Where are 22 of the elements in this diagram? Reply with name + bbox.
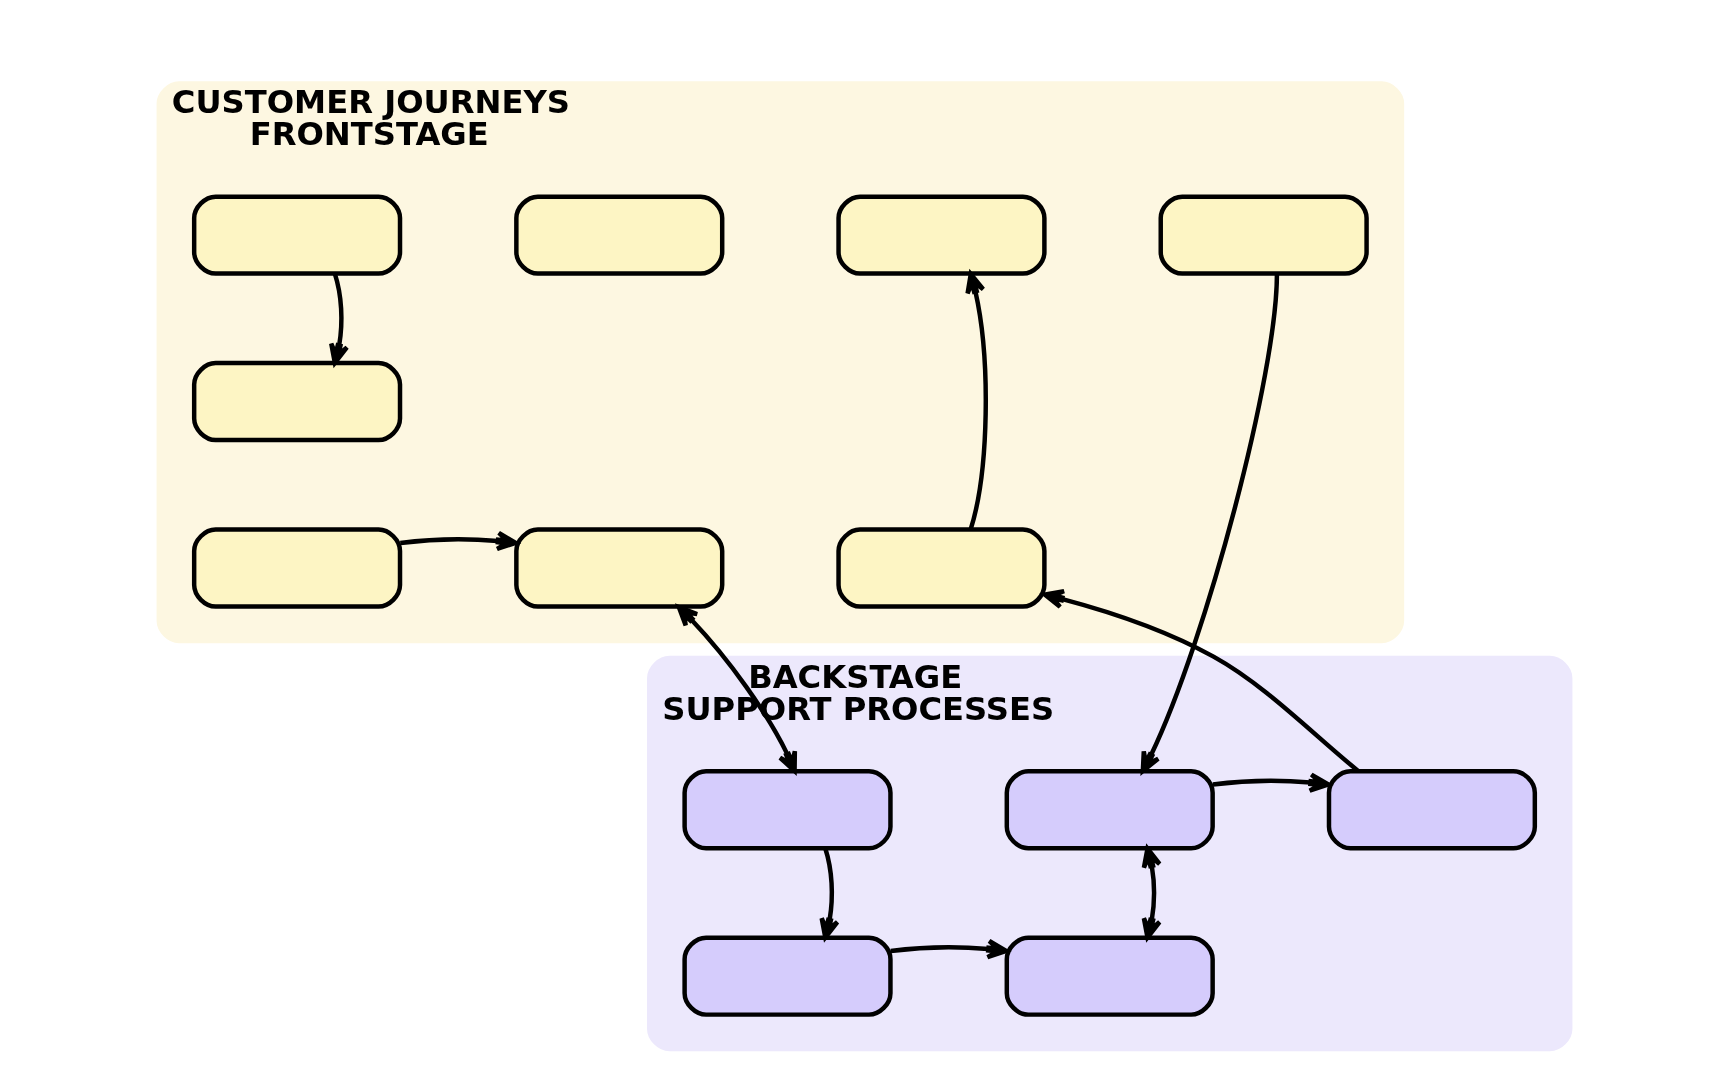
arrow: [1140, 274, 1279, 774]
arrow: [818, 847, 840, 940]
node-box: [1004, 935, 1215, 1017]
node-box: [1004, 768, 1215, 851]
node-box: [513, 194, 724, 276]
node-box: [191, 194, 402, 276]
node-box: [513, 527, 724, 609]
node-box: [191, 527, 402, 609]
node-box: [191, 360, 402, 443]
node-box: [835, 194, 1047, 276]
node-box: [1326, 768, 1537, 851]
arrow: [328, 273, 349, 366]
node-box: [835, 527, 1047, 609]
arrow: [1212, 772, 1331, 793]
arrow: [964, 271, 988, 530]
arrow: [399, 530, 518, 552]
cluster: CUSTOMER JOURNEYS FRONTSTAGE: [156, 81, 1404, 644]
node-box: [1158, 194, 1369, 276]
arrow: [1141, 846, 1162, 940]
arrow: [1041, 588, 1359, 773]
node-box: [681, 935, 893, 1017]
node-box: [681, 768, 893, 851]
